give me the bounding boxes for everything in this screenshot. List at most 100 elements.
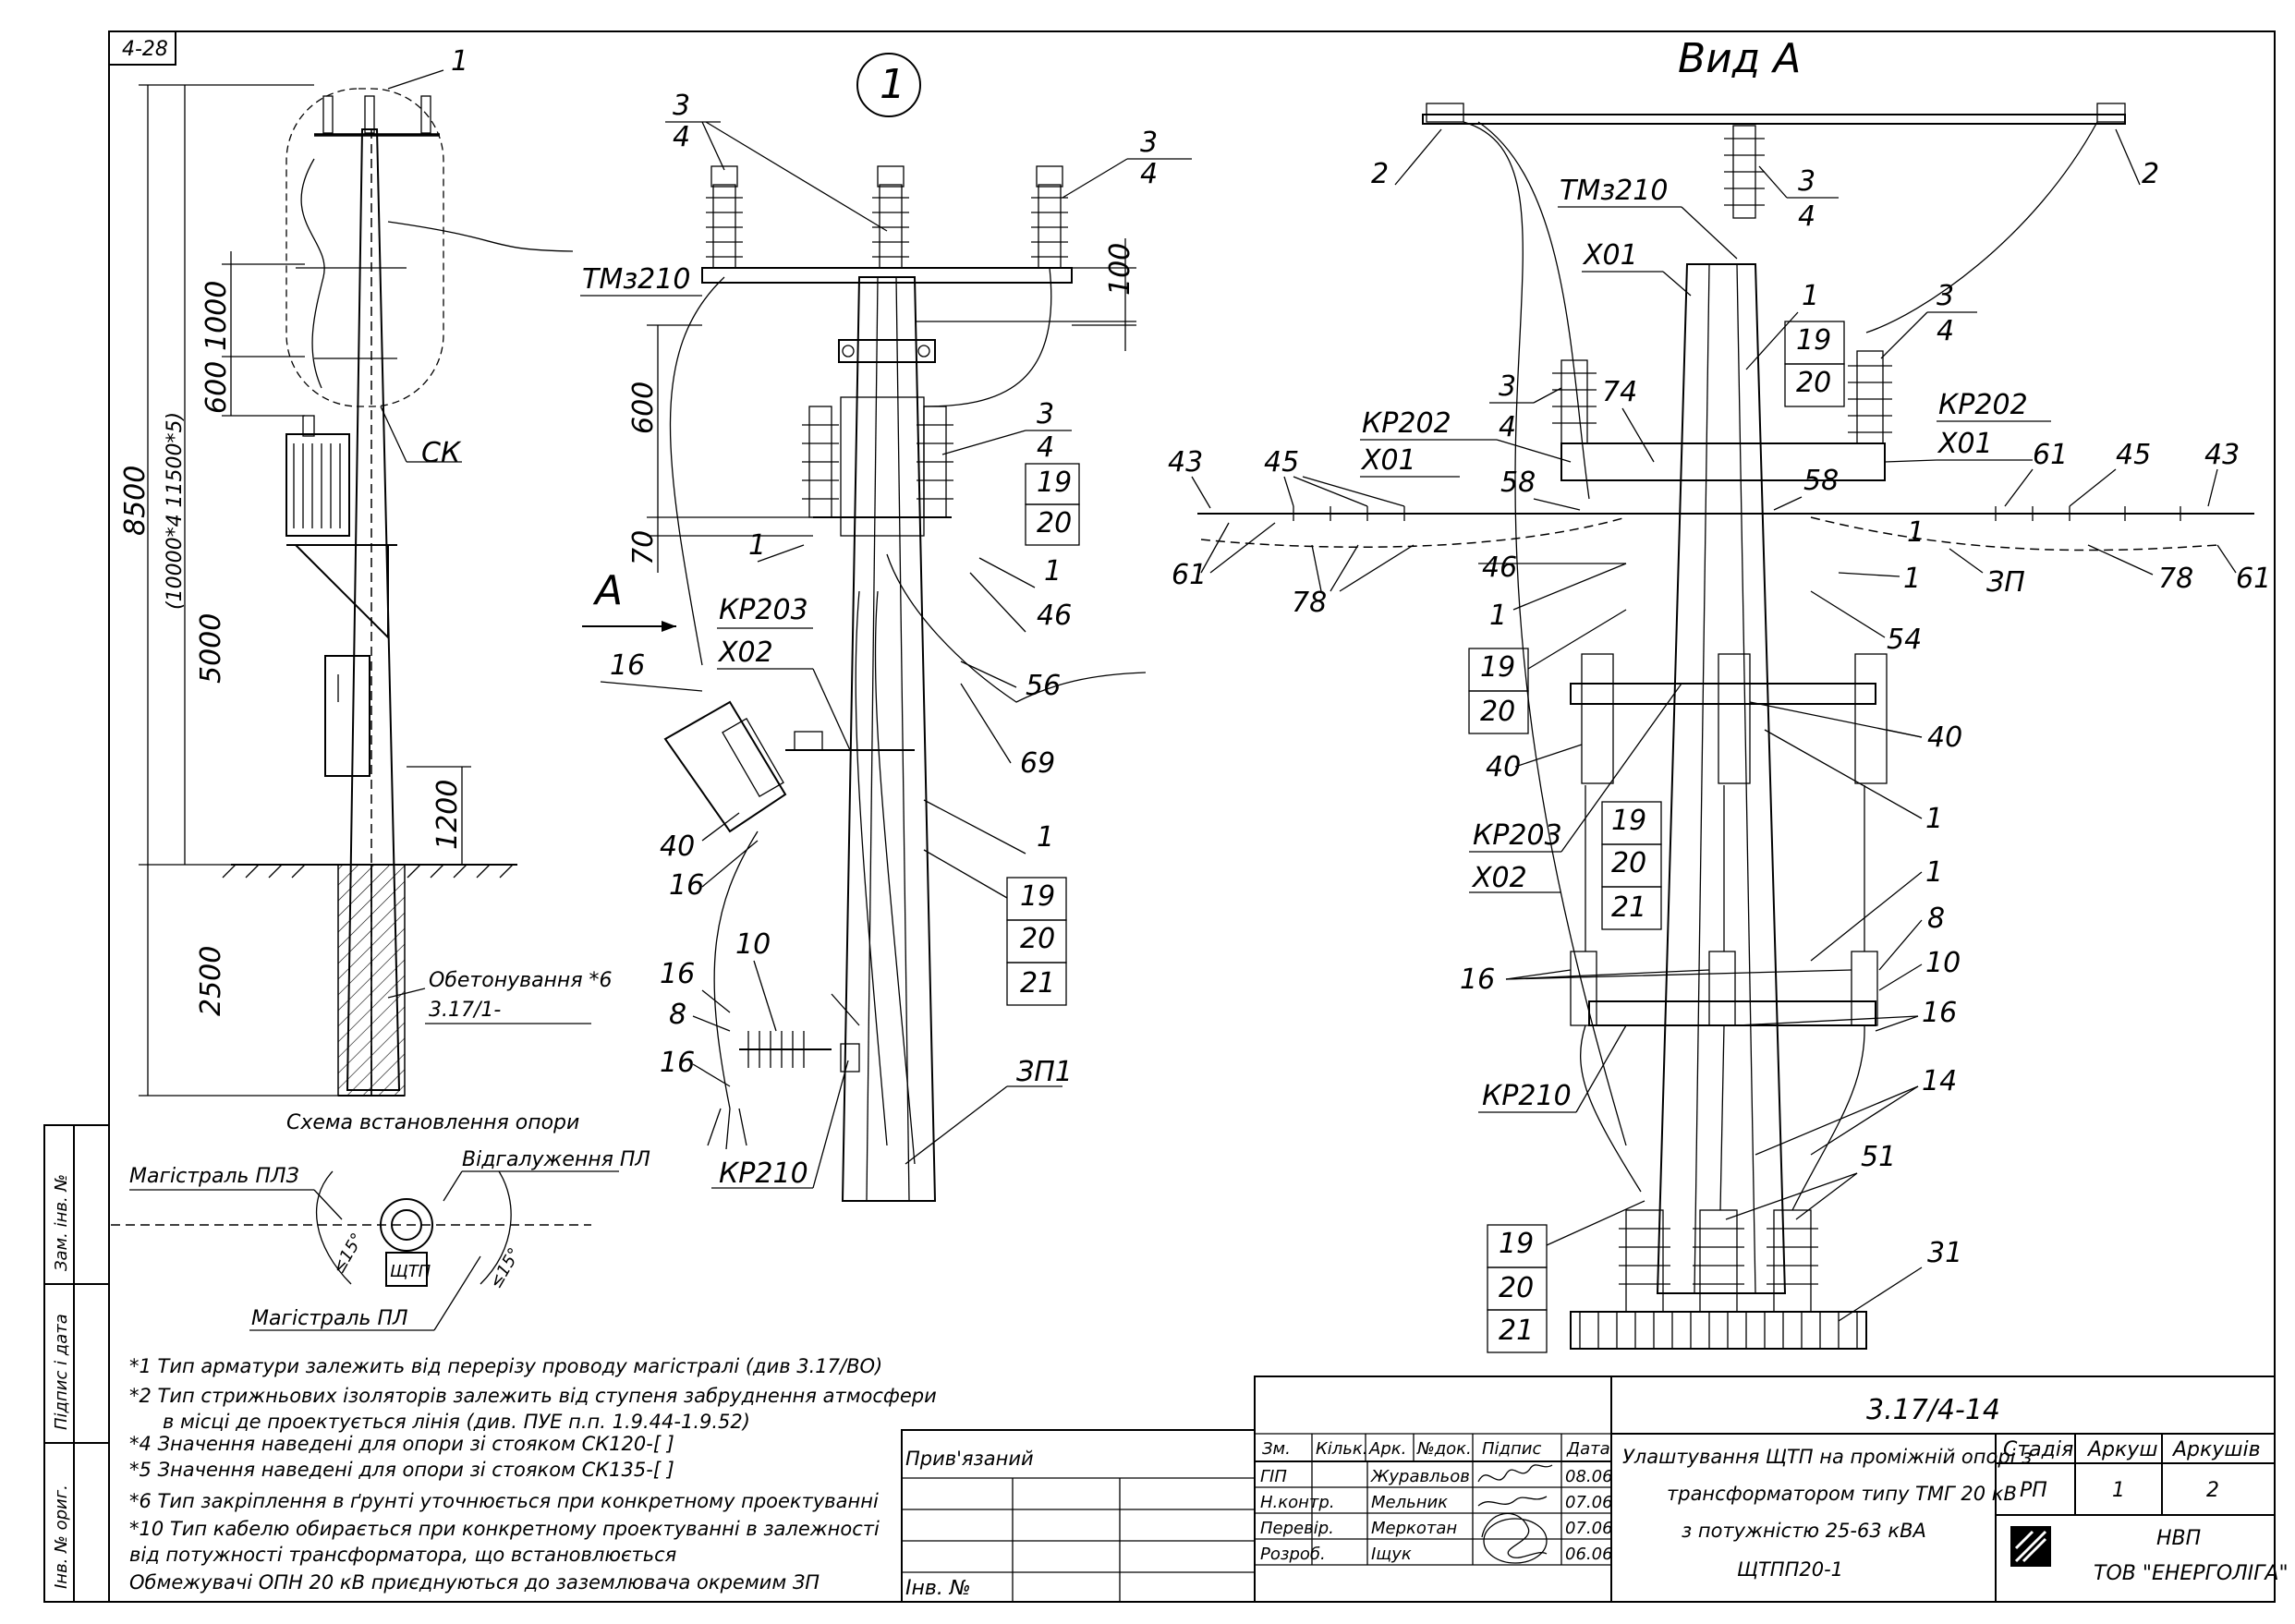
view-a: Вид А — [1168, 35, 2271, 1353]
v1-c-4b: 4 — [1140, 158, 1158, 190]
callout-1: 1 — [451, 45, 468, 78]
va-c-40a: 40 — [1486, 751, 1521, 783]
va-c-4b: 4 — [1937, 315, 1954, 347]
tb-code: 3.17/4-14 — [1866, 1394, 2000, 1426]
v1-c-3b: 3 — [1140, 127, 1158, 159]
tb-date-1: 07.06 — [1565, 1493, 1613, 1512]
tb-sheet: 1 — [2112, 1479, 2125, 1502]
tb-role-1: Н.контр. — [1260, 1493, 1335, 1512]
tb-company-2: ТОВ "ЕНЕРГОЛІГА" — [2094, 1562, 2289, 1585]
v1-c-16b: 16 — [669, 869, 704, 902]
va-c-45b: 45 — [2116, 439, 2151, 471]
left-stamp: Інв. № ориг. Підпис і дата Зам. інв. № — [43, 1124, 110, 1603]
va-c-21c: 21 — [1611, 891, 1646, 924]
va-c-x01a: Х01 — [1582, 239, 1638, 272]
view1-dim-100: 100 — [1104, 243, 1136, 296]
side-view-caption: Схема встановлення опори — [286, 1111, 579, 1134]
plan-angle-1: ≤15° — [329, 1230, 368, 1277]
dim-600: 600 — [200, 361, 233, 414]
va-c-20c: 20 — [1611, 847, 1646, 879]
tb-name-1: Мельник — [1371, 1493, 1448, 1512]
distribution-cabinet — [324, 655, 370, 777]
dim-1000: 1000 — [200, 281, 233, 351]
dim-2500: 2500 — [195, 946, 227, 1016]
plan-main-line-1: Магістраль ПЛ — [251, 1307, 408, 1330]
tb-h-ark: Арк. — [1368, 1439, 1406, 1459]
v1-c-zp1: ЗП1 — [1016, 1056, 1073, 1088]
va-c-16b: 16 — [1922, 997, 1957, 1029]
va-c-3a: 3 — [1798, 165, 1815, 198]
note-7: *10 Тип кабелю обирається при конкретном… — [129, 1518, 880, 1540]
va-c-20b: 20 — [1480, 696, 1515, 728]
va-bushings — [1619, 1209, 1818, 1313]
tb-h-kilk: Кільк. — [1316, 1439, 1368, 1459]
va-lower-crossarm — [1588, 1000, 1876, 1026]
va-c-4c: 4 — [1499, 411, 1516, 443]
note-3: в місці де проектується лінія (див. ПУЕ … — [163, 1411, 750, 1433]
va-c-61c: 61 — [2236, 563, 2271, 595]
tb-role-3: Розроб. — [1260, 1545, 1326, 1564]
v1-c-19: 19 — [1037, 467, 1072, 499]
tb-sheets: 2 — [2206, 1479, 2219, 1502]
v1-c-10: 10 — [735, 928, 771, 961]
note-6: *6 Тип закріплення в ґрунті уточнюється … — [129, 1490, 879, 1512]
tb-title-4: ЩТПП20-1 — [1737, 1558, 1843, 1581]
note-8: від потужності трансформатора, що встано… — [129, 1544, 676, 1566]
va-c-tmz210: ТМз210 — [1560, 175, 1668, 207]
v1-c-1a: 1 — [748, 529, 766, 562]
dim-1200: 1200 — [431, 780, 464, 850]
va-c-78b: 78 — [2158, 563, 2193, 595]
v1-c-16d: 16 — [660, 1047, 695, 1079]
va-c-78a: 78 — [1292, 587, 1327, 619]
signatures — [1477, 1464, 1553, 1564]
concrete-ref: 3.17/1- — [429, 999, 501, 1022]
v1-c-21b: 21 — [1020, 967, 1055, 1000]
va-c-61b: 61 — [1172, 559, 1207, 591]
va-c-2b: 2 — [2142, 158, 2159, 190]
v1-c-kr203: КР203 — [719, 594, 808, 626]
ground-hatch — [222, 864, 514, 879]
v1-c-4a: 4 — [673, 121, 690, 153]
va-c-4a: 4 — [1798, 200, 1815, 233]
view1-lower-insulator — [707, 830, 832, 1150]
tb-stage: РП — [2020, 1479, 2047, 1502]
dim-8500: 8500 — [119, 466, 152, 536]
v1-c-16c: 16 — [660, 958, 695, 990]
note-4: *4 Значення наведені для опори зі стояко… — [129, 1433, 674, 1455]
va-c-x02: Х02 — [1471, 862, 1527, 894]
va-c-74: 74 — [1602, 376, 1637, 408]
notes: *1 Тип арматури залежить від перерізу пр… — [129, 1355, 937, 1594]
va-c-1b: 1 — [1903, 563, 1921, 595]
v1-c-16a: 16 — [610, 649, 645, 682]
v1-c-4c: 4 — [1037, 431, 1054, 464]
va-pole — [1656, 263, 1787, 1294]
va-c-8: 8 — [1927, 903, 1945, 935]
view1-circle — [856, 53, 921, 117]
va-switch-crossbar — [1570, 683, 1876, 705]
view1-insulators — [706, 165, 1068, 269]
v1-c-69: 69 — [1020, 747, 1055, 780]
view1-circle-label: 1 — [880, 61, 905, 108]
va-c-3b: 3 — [1937, 280, 1954, 312]
va-top-crossarm — [1422, 114, 2126, 125]
tb-title-2: трансформатором типу ТМГ 20 кВ — [1667, 1483, 2017, 1505]
va-c-58a: 58 — [1500, 467, 1536, 499]
tb-role-0: ГІП — [1260, 1467, 1287, 1486]
stamp-replace-inv: Зам. інв. № — [52, 1174, 71, 1271]
va-c-x01c: Х01 — [1937, 428, 1993, 460]
pole-plan-inner — [391, 1209, 422, 1241]
plan-angle-2: ≤15° — [486, 1244, 525, 1291]
v1-c-tmz210: ТМз210 — [582, 263, 690, 296]
v1-c-56: 56 — [1026, 670, 1061, 702]
v1-c-46: 46 — [1037, 600, 1072, 632]
tb-sheets-label: Аркушів — [2171, 1438, 2261, 1461]
v1-c-8: 8 — [669, 999, 686, 1031]
pole-plan-outer — [380, 1198, 433, 1252]
va-c-45a: 45 — [1264, 446, 1299, 479]
va-c-zp: ЗП — [1986, 566, 2025, 599]
foundation — [337, 864, 372, 1097]
va-c-19c: 19 — [1611, 805, 1646, 837]
v1-c-kr210: КР210 — [719, 1157, 808, 1190]
va-c-19a: 19 — [1796, 324, 1831, 357]
